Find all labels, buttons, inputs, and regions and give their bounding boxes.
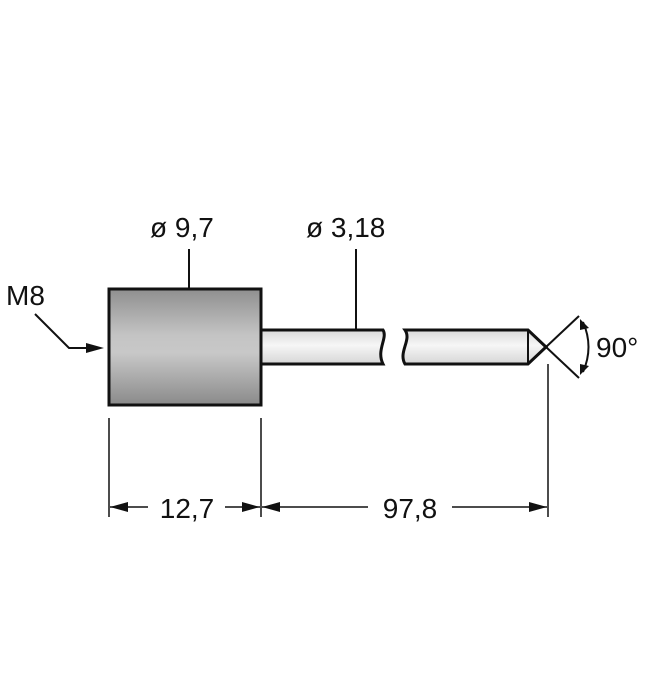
rod-diameter-label: ø 3,18: [306, 212, 385, 243]
sensor-body: [107, 287, 263, 407]
dim-arrow-icon: [262, 502, 280, 512]
dim-arrow-icon: [529, 502, 547, 512]
thread-label: M8: [6, 280, 45, 311]
thread-arrow-icon: [86, 343, 104, 353]
angle-line-lower: [545, 346, 580, 379]
angle-arrow-upper-icon: [580, 319, 589, 330]
body-diameter-label: ø 9,7: [150, 212, 214, 243]
rod-segment-right: [401, 328, 549, 366]
thread-leader: [34, 313, 92, 349]
tip-angle-label: 90°: [596, 332, 638, 363]
dim-arrow-icon: [110, 502, 128, 512]
dim-arrow-icon: [242, 502, 260, 512]
rod-length-label: 97,8: [383, 493, 438, 524]
rod-segment-left: [259, 328, 386, 366]
angle-arrow-lower-icon: [580, 364, 589, 375]
angle-line-upper: [545, 315, 580, 348]
angle-arc: [582, 321, 590, 373]
body-length-label: 12,7: [160, 493, 215, 524]
